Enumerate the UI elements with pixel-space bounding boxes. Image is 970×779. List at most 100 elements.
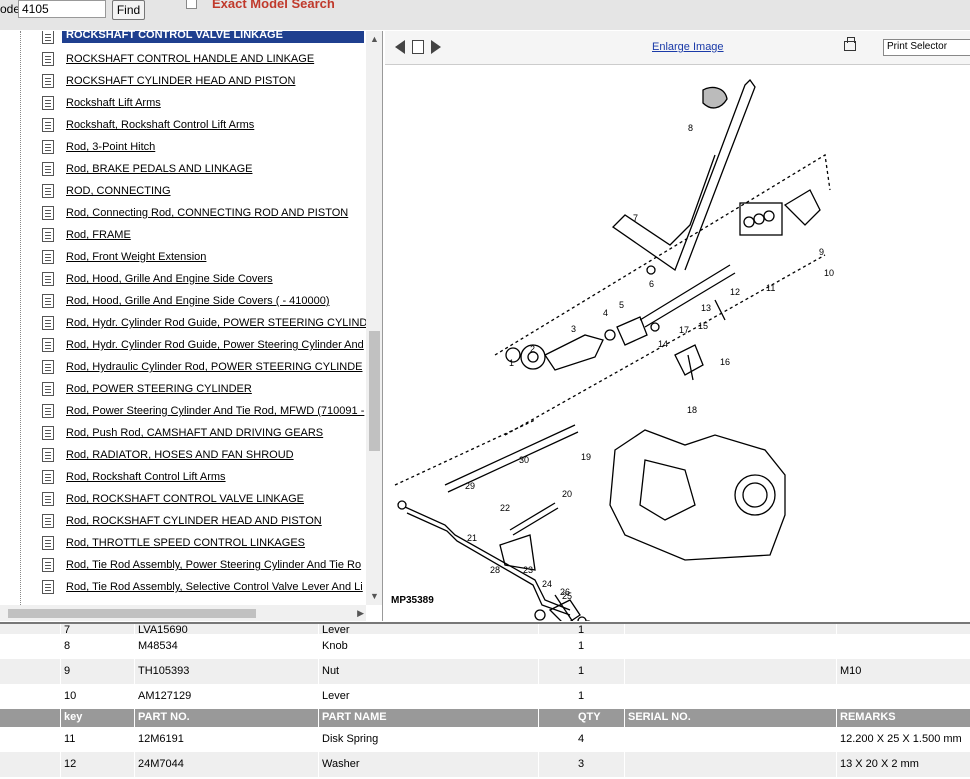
tree-item-label[interactable]: Rockshaft, Rockshaft Control Lift Arms	[66, 119, 255, 131]
tree-item-label[interactable]: Rod, Hydr. Cylinder Rod Guide, Power Ste…	[66, 339, 364, 351]
tree-item-label[interactable]: Rod, Hood, Grille And Engine Side Covers…	[66, 295, 330, 307]
tree-item[interactable]: ROCKSHAFT CONTROL HANDLE AND LINKAGE	[0, 49, 366, 71]
tree-item[interactable]: Rod, Hydr. Cylinder Rod Guide, POWER STE…	[0, 313, 366, 335]
column-divider	[318, 624, 319, 634]
tree-item-label[interactable]: Rockshaft Lift Arms	[66, 97, 161, 109]
tree-item[interactable]: Rod, BRAKE PEDALS AND LINKAGE	[0, 159, 366, 181]
tree-item[interactable]: Rod, Front Weight Extension	[0, 247, 366, 269]
tree-item[interactable]: Rod, Connecting Rod, CONNECTING ROD AND …	[0, 203, 366, 225]
column-divider	[60, 727, 61, 752]
exact-model-checkbox[interactable]	[186, 0, 197, 9]
tree-item-label[interactable]: Rod, Connecting Rod, CONNECTING ROD AND …	[66, 207, 349, 219]
callout-number: 14	[658, 339, 668, 349]
tree-item[interactable]: Rod, Power Steering Cylinder And Tie Rod…	[0, 401, 366, 423]
tree-item-label[interactable]: Rod, FRAME	[66, 229, 131, 241]
cell-part: LVA15690	[138, 624, 188, 636]
tree-item-label[interactable]: Rod, ROCKSHAFT CYLINDER HEAD AND PISTON	[66, 515, 322, 527]
tree-item-label[interactable]: Rod, Tie Rod Assembly, Power Steering Cy…	[66, 559, 362, 571]
column-divider	[134, 727, 135, 752]
diagram-panel: Enlarge Image Print Selector	[385, 31, 970, 621]
callout-number: 4	[603, 308, 608, 318]
tree-item[interactable]: Rod, Hood, Grille And Engine Side Covers	[0, 269, 366, 291]
tree-item[interactable]: Rod, THROTTLE SPEED CONTROL LINKAGES	[0, 533, 366, 555]
tree-item-label[interactable]: Rod, Push Rod, CAMSHAFT AND DRIVING GEAR…	[66, 427, 324, 439]
callout-number: 26	[560, 587, 570, 597]
callout-number: 11	[766, 283, 775, 293]
tree-item-label[interactable]: Rod, THROTTLE SPEED CONTROL LINKAGES	[66, 537, 306, 549]
tree-horizontal-scrollbar[interactable]: ▶	[0, 605, 366, 621]
document-icon	[42, 338, 54, 352]
document-icon	[42, 316, 54, 330]
scroll-right-icon[interactable]: ▶	[357, 608, 364, 618]
print-selector-dropdown[interactable]: Print Selector	[883, 39, 970, 56]
tree-item-label[interactable]: Rod, Hydraulic Cylinder Rod, POWER STEER…	[66, 361, 363, 373]
tree-item[interactable]: Rod, ROCKSHAFT CYLINDER HEAD AND PISTON	[0, 511, 366, 533]
tree-item[interactable]: Rod, ROCKSHAFT CONTROL VALVE LINKAGE	[0, 489, 366, 511]
tree-item-label[interactable]: ROD, CONNECTING	[66, 185, 171, 197]
callout-number: 24	[542, 579, 552, 589]
tree-item[interactable]: Rod, Hood, Grille And Engine Side Covers…	[0, 291, 366, 313]
tree-item[interactable]: Rockshaft Lift Arms	[0, 93, 366, 115]
document-icon	[42, 536, 54, 550]
tree-item[interactable]: Rod, Tie Rod Assembly, Power Steering Cy…	[0, 555, 366, 577]
column-divider	[538, 659, 539, 684]
callout-number: 12	[730, 287, 740, 297]
tree-vertical-scrollbar[interactable]: ▲ ▼	[366, 31, 382, 605]
tree-item-label[interactable]: ROCKSHAFT CYLINDER HEAD AND PISTON	[66, 75, 296, 87]
tree-item-label[interactable]: Rod, 3-Point Hitch	[66, 141, 156, 153]
tree-item-label[interactable]: Rod, ROCKSHAFT CONTROL VALVE LINKAGE	[66, 493, 304, 505]
column-divider	[538, 709, 539, 727]
tree-item-label[interactable]: Rod, Hydr. Cylinder Rod Guide, POWER STE…	[66, 317, 366, 329]
cell-serial: SERIAL NO.	[628, 711, 691, 723]
column-divider	[624, 659, 625, 684]
page-icon[interactable]	[412, 40, 424, 54]
tree-item[interactable]: Rod, Tie Rod Assembly, Selective Control…	[0, 577, 366, 599]
printer-icon[interactable]	[844, 37, 856, 51]
callout-number: 19	[581, 452, 591, 462]
model-label: odel	[0, 2, 23, 16]
column-divider	[836, 752, 837, 777]
tree-item-label[interactable]: Rod, Hood, Grille And Engine Side Covers	[66, 273, 273, 285]
hscroll-thumb[interactable]	[8, 609, 256, 618]
callout-number: 21	[467, 533, 477, 543]
tree-item[interactable]: Rod, 3-Point Hitch	[0, 137, 366, 159]
next-image-icon[interactable]	[431, 40, 441, 54]
document-icon	[42, 162, 54, 176]
tree-item[interactable]: Rod, RADIATOR, HOSES AND FAN SHROUD	[0, 445, 366, 467]
tree-item[interactable]: ROCKSHAFT CONTROL VALVE LINKAGE	[0, 31, 366, 49]
tree-item-label[interactable]: Rod, POWER STEERING CYLINDER	[66, 383, 252, 395]
tree-item[interactable]: Rod, Rockshaft Control Lift Arms	[0, 467, 366, 489]
tree-item[interactable]: Rod, Hydraulic Cylinder Rod, POWER STEER…	[0, 357, 366, 379]
model-search-input[interactable]	[18, 0, 106, 18]
tree-item-label[interactable]: Rod, Tie Rod Assembly, Selective Control…	[66, 581, 363, 593]
scroll-thumb[interactable]	[369, 331, 380, 451]
tree-item-label[interactable]: Rod, Front Weight Extension	[66, 251, 207, 263]
tree-item-label[interactable]: Rod, Rockshaft Control Lift Arms	[66, 471, 226, 483]
scroll-up-icon[interactable]: ▲	[370, 34, 379, 44]
tree-item[interactable]: Rod, FRAME	[0, 225, 366, 247]
tree-item[interactable]: Rockshaft, Rockshaft Control Lift Arms	[0, 115, 366, 137]
tree-item-label[interactable]: Rod, RADIATOR, HOSES AND FAN SHROUD	[66, 449, 294, 461]
tree-item[interactable]: ROCKSHAFT CYLINDER HEAD AND PISTON	[0, 71, 366, 93]
cell-name: Lever	[322, 690, 350, 702]
tree-item-label[interactable]: Rod, Power Steering Cylinder And Tie Rod…	[66, 405, 365, 417]
column-divider	[318, 727, 319, 752]
tree-item[interactable]: Rod, Push Rod, CAMSHAFT AND DRIVING GEAR…	[0, 423, 366, 445]
enlarge-image-link[interactable]: Enlarge Image	[652, 41, 724, 53]
tree-item-label[interactable]: ROCKSHAFT CONTROL VALVE LINKAGE	[62, 31, 364, 43]
tree-item[interactable]: ROD, CONNECTING	[0, 181, 366, 203]
find-button[interactable]: Find	[112, 0, 145, 20]
tree-item[interactable]: Rod, POWER STEERING CYLINDER	[0, 379, 366, 401]
scroll-down-icon[interactable]: ▼	[370, 591, 379, 601]
column-divider	[538, 634, 539, 659]
column-divider	[836, 634, 837, 659]
tree-item-label[interactable]: ROCKSHAFT CONTROL HANDLE AND LINKAGE	[66, 53, 315, 65]
cell-part: 24M7044	[138, 758, 184, 770]
tree-item[interactable]: Rod, Hydr. Cylinder Rod Guide, Power Ste…	[0, 335, 366, 357]
cell-remarks: 12.200 X 25 X 1.500 mm	[840, 733, 962, 745]
callout-number: 16	[720, 357, 730, 367]
previous-image-icon[interactable]	[395, 40, 405, 54]
tree-item-label[interactable]: Rod, BRAKE PEDALS AND LINKAGE	[66, 163, 253, 175]
